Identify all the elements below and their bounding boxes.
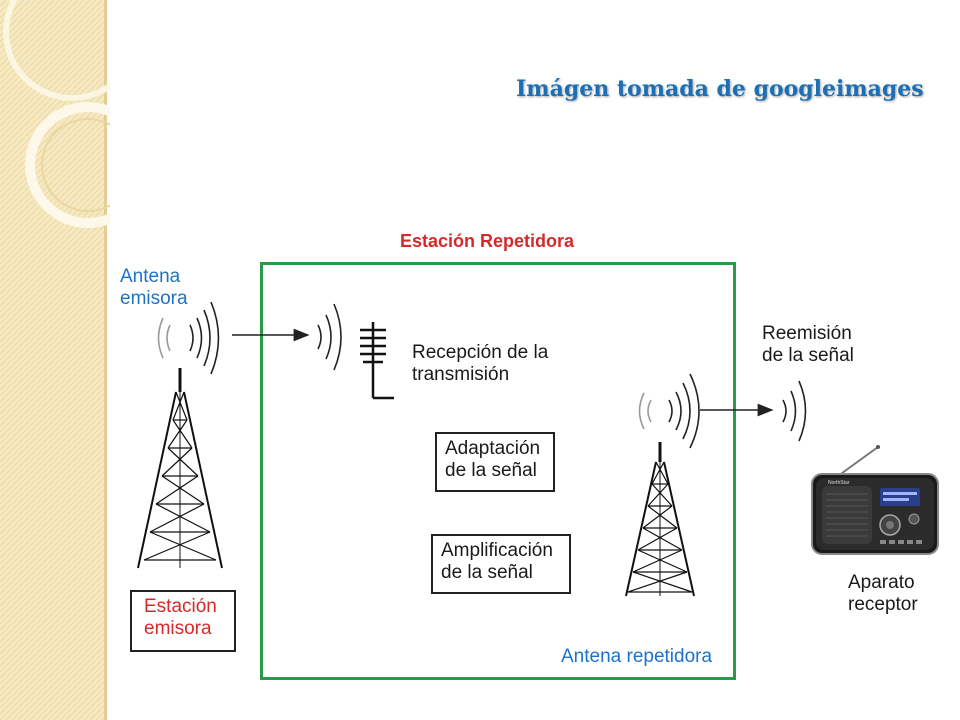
decorative-side-band	[0, 0, 110, 720]
retransmission-label-line1: Reemisión	[762, 323, 852, 344]
adaptation-box: Adaptación de la señal	[435, 432, 555, 492]
transmitting-tower-icon	[137, 368, 223, 569]
receiver-label: Aparato receptor	[848, 572, 918, 616]
amplification-box: Amplificación de la señal	[431, 534, 571, 594]
retransmission-label-line2: de la señal	[762, 345, 854, 366]
amplification-label-line2: de la señal	[441, 562, 533, 583]
transmitting-station-label-line2: emisora	[144, 618, 212, 639]
transmitting-antenna-label-line2: emisora	[120, 288, 188, 309]
radio-brand-label: NorthStar	[828, 480, 850, 486]
repeater-station-frame	[260, 262, 736, 680]
receiver-label-line2: receptor	[848, 594, 918, 615]
retransmission-label: Reemisión de la señal	[762, 323, 854, 367]
reception-label-line1: Recepción de la	[412, 342, 549, 363]
transmitting-station-box: Estación emisora	[130, 590, 236, 652]
retransmitted-waves-icon	[782, 380, 807, 442]
repeater-station-title: Estación Repetidora	[400, 231, 575, 251]
adaptation-label-line2: de la señal	[445, 460, 537, 481]
adaptation-label-line1: Adaptación	[445, 438, 541, 459]
transmitting-antenna-label-line1: Antena	[120, 266, 181, 287]
reception-label: Recepción de la transmisión	[412, 342, 548, 386]
slide-title: Imágen tomada de googleimages	[516, 76, 924, 102]
transmitting-waves-icon	[157, 301, 220, 375]
amplification-label-line1: Amplificación	[441, 540, 553, 561]
repeater-antenna-label: Antena repetidora	[561, 646, 713, 667]
transmitting-station-label-line1: Estación	[144, 596, 217, 617]
receiver-label-line1: Aparato	[848, 572, 915, 593]
reception-label-line2: transmisión	[412, 364, 510, 385]
transmitting-antenna-label: Antena emisora	[120, 266, 188, 310]
radio-receiver-icon: NorthStar	[811, 445, 939, 555]
